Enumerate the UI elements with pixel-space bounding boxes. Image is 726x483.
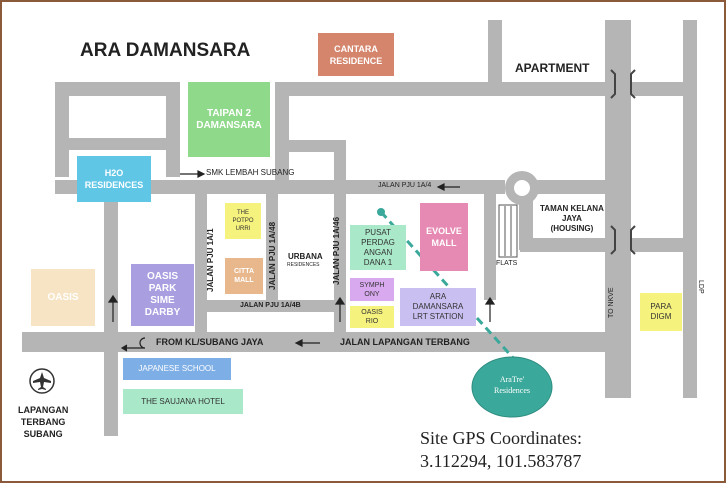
taipan-2-damansara: TAIPAN 2 DAMANSARA: [188, 82, 270, 157]
from-kl-subang-jaya-label: FROM KL/SUBANG JAYA: [156, 337, 264, 347]
lapangan-terbang-subang-label: LAPANGAN TERBANG SUBANG: [18, 405, 69, 439]
roundabout-icon: [505, 171, 539, 205]
arrow-icon: [107, 170, 496, 347]
urbana-residences-label: RESIDENCES: [287, 262, 320, 268]
airplane-icon: [29, 368, 55, 394]
road: [519, 200, 533, 250]
to-nkve-label: TO NKVE: [608, 287, 615, 318]
apartment-label: APARTMENT: [515, 61, 590, 75]
road-jalan-pju-1a-46: [334, 188, 346, 333]
ara-damansara-lrt-station: ARA DAMANSARA LRT STATION: [400, 288, 476, 326]
road: [55, 82, 69, 177]
japanese-school: JAPANESE SCHOOL: [123, 358, 231, 380]
flats-label: FLATS: [496, 260, 518, 267]
road: [488, 20, 502, 95]
area-title: ARA DAMANSARA: [80, 40, 251, 61]
aratre-residences-marker: [471, 356, 553, 418]
gps-coordinates: 3.112294, 101.583787: [420, 451, 582, 471]
pusat-perdagangan-dana-1: PUSAT PERDAG ANGAN DANA 1: [350, 225, 406, 270]
road: [166, 82, 180, 177]
road: [620, 82, 690, 96]
taman-kelana-jaya-label: TAMAN KELANA JAYA (HOUSING): [540, 204, 604, 233]
symphony: SYMPH ONY: [350, 278, 394, 301]
jalan-lapangan-terbang-label: JALAN LAPANGAN TERBANG: [340, 337, 470, 347]
road: [620, 238, 690, 252]
bridge-icon: [610, 69, 636, 255]
start-point-marker: [377, 208, 385, 216]
road: [520, 238, 620, 252]
jalan-pju-1a-4b-label: JALAN PJU 1A/4B: [240, 302, 301, 309]
jalan-pju-1a-1-label: JALAN PJU 1A/1: [206, 228, 215, 292]
flats-block: [498, 204, 518, 258]
road: [535, 180, 620, 194]
the-saujana-hotel: THE SAUJANA HOTEL: [123, 389, 243, 414]
citta-mall: CITTA MALL: [225, 258, 263, 294]
oasis-park-sime-darby: OASIS PARK SIME DARBY: [131, 264, 194, 326]
arrow-icon: [120, 337, 146, 352]
road-jalan-pju-1a-4b: [195, 300, 335, 312]
roads: [22, 20, 697, 436]
the-potpourri: THE POTPO URRI: [225, 203, 261, 239]
road: [55, 82, 180, 96]
jalan-pju-1a-46-label: JALAN PJU 1A/46: [332, 216, 341, 285]
road-jalan-pju-1a-1: [195, 188, 207, 333]
road-nkve: [605, 20, 631, 398]
road: [275, 140, 345, 152]
road-ldp: [683, 20, 697, 398]
road-jalan-lapangan-terbang: [22, 332, 607, 352]
paradigm: PARA DIGM: [640, 293, 682, 331]
oasis: OASIS: [31, 269, 95, 326]
gps-title: Site GPS Coordinates:: [420, 428, 583, 448]
aratre-residences-label: AraTre' Residences: [494, 375, 530, 395]
road: [484, 188, 496, 300]
smk-lembah-subang-label: SMK LEMBAH SUBANG: [206, 168, 295, 177]
cantara-residence: CANTARA RESIDENCE: [318, 33, 394, 76]
ldp-label: LDP: [697, 280, 704, 294]
road: [334, 140, 346, 186]
urbana-label: URBANA: [288, 252, 323, 261]
road-jalan-pju-1a-48: [266, 188, 278, 300]
jalan-pju-1a-4-label: JALAN PJU 1A/4: [378, 182, 432, 189]
road: [275, 82, 620, 96]
oasis-rio: OASIS RIO: [350, 306, 394, 328]
road: [275, 82, 289, 187]
evolve-mall: EVOLVE MALL: [420, 203, 468, 271]
road: [104, 196, 118, 436]
h2o-residences: H2O RESIDENCES: [77, 156, 151, 202]
road: [68, 138, 178, 150]
jalan-pju-1a-48-label: JALAN PJU 1A/48: [268, 221, 277, 290]
